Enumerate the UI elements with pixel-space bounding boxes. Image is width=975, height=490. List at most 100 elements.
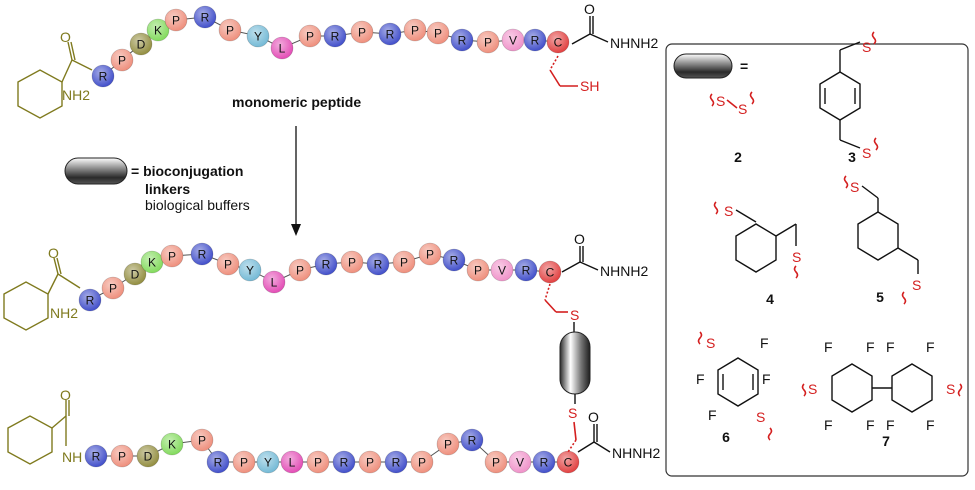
residue-label: Y <box>254 30 262 44</box>
residue-bead <box>484 450 508 474</box>
residue-label: R <box>458 34 467 48</box>
residue-label: R <box>86 294 95 308</box>
residue-label: P <box>358 26 366 40</box>
residue-bead <box>466 258 490 282</box>
residue-label: P <box>118 450 126 464</box>
residue-bead <box>532 450 556 474</box>
linker-7-fluorine-8: F <box>926 417 935 433</box>
residue-bead <box>523 28 547 52</box>
linker-5-sulfur-1: S <box>850 179 859 195</box>
residue-bead <box>418 242 442 266</box>
linker-2-sulfur-2: S <box>738 101 747 117</box>
residue-bead <box>123 262 147 286</box>
linker-pill-panel <box>673 53 733 79</box>
residue-bead <box>190 428 214 452</box>
residue-bead <box>146 18 170 42</box>
residue-bead <box>442 248 466 272</box>
residue-bead <box>436 432 460 456</box>
residue-bead <box>410 450 434 474</box>
residue-bead <box>306 450 330 474</box>
residue-label: R <box>386 28 395 42</box>
residue-bead <box>403 18 427 42</box>
residue-label: V <box>516 456 524 470</box>
residue-label: R <box>198 248 207 262</box>
residue-label: P <box>492 456 500 470</box>
top-n-terminus-cyclohexane: O NH2 <box>17 29 93 119</box>
middle-c-terminus: O NHNH2 S <box>544 231 648 334</box>
residue-bead <box>538 260 562 284</box>
residue-bead <box>508 450 532 474</box>
linker-4-number: 4 <box>766 291 774 307</box>
linker-6-fluorine-right: F <box>762 371 771 387</box>
residue-label: L <box>271 276 278 290</box>
middle-amine-label: NH2 <box>50 305 78 321</box>
residue-bead <box>246 24 270 48</box>
residue-bead <box>323 24 347 48</box>
residue-label: D <box>137 38 146 52</box>
linker-7-fluorine-7: F <box>886 417 895 433</box>
residue-bead <box>78 288 102 312</box>
residue-label: R <box>340 456 349 470</box>
residue-label: P <box>474 264 482 278</box>
bottom-amine-label: NH <box>62 449 82 465</box>
residue-label: P <box>314 456 322 470</box>
residue-label: R <box>201 11 210 25</box>
residue-label: P <box>240 456 248 470</box>
linker-7-octafluorobiphenyl: F F F F F F F F S S 7 <box>801 339 963 449</box>
residue-label: P <box>348 256 356 270</box>
middle-hydrazide-label: NHNH2 <box>600 263 648 279</box>
residue-bead <box>129 32 153 56</box>
residue-bead <box>450 28 474 52</box>
linker-7-fluorine-3: F <box>886 339 895 355</box>
middle-sulfur-label: S <box>570 307 579 323</box>
reaction-arrow-head <box>291 224 301 236</box>
bioconjugation-label: = bioconjugation <box>131 163 243 179</box>
thiol-label: SH <box>580 78 599 94</box>
residue-bead <box>110 444 134 468</box>
residue-bead <box>206 450 230 474</box>
residue-label: R <box>540 456 549 470</box>
residue-bead <box>358 450 382 474</box>
residue-label: K <box>148 256 156 270</box>
residue-bead <box>270 36 294 60</box>
residue-bead <box>332 450 356 474</box>
residue-bead <box>101 276 125 300</box>
linker-5-meta-xylyl: S S 5 <box>843 175 921 305</box>
linker-4-ortho-xylyl: S S 4 <box>713 201 801 307</box>
residue-label: R <box>522 264 531 278</box>
residue-bead <box>190 242 214 266</box>
residue-label: P <box>226 24 234 38</box>
residue-bead <box>110 48 134 72</box>
linker-7-fluorine-6: F <box>866 417 875 433</box>
bottom-hydrazide-label: NHNH2 <box>612 445 660 461</box>
linker-7-number: 7 <box>882 433 890 449</box>
linker-5-number: 5 <box>876 289 884 305</box>
residue-label: C <box>546 266 555 280</box>
linker-2-disulfide: S S 2 <box>709 91 755 165</box>
residue-label: L <box>289 456 296 470</box>
residue-bead <box>384 450 408 474</box>
bottom-carbonyl-oxygen: O <box>60 387 71 403</box>
residue-label: P <box>198 434 206 448</box>
residue-label: R <box>214 456 223 470</box>
residue-label: Y <box>246 264 254 278</box>
linker-3-sulfur-bottom: S <box>862 145 871 161</box>
linker-6-fluorine-bottom: F <box>708 407 717 423</box>
residue-label: P <box>306 30 314 44</box>
residue-label: P <box>400 256 408 270</box>
residue-label: R <box>450 254 459 268</box>
residue-label: P <box>224 258 232 272</box>
residue-label: D <box>131 268 140 282</box>
residue-bead <box>476 30 500 54</box>
residue-label: Y <box>264 456 272 470</box>
residue-label: K <box>168 438 176 452</box>
linker-6-perfluorobenzene: F F F F S S 6 <box>696 331 773 445</box>
linker-6-sulfur-2: S <box>756 409 765 425</box>
linker-7-sulfur-1: S <box>808 381 817 397</box>
residue-label: R <box>331 30 340 44</box>
residue-bead <box>514 258 538 282</box>
residue-label: P <box>426 248 434 262</box>
top-amine-label: NH2 <box>62 87 90 103</box>
linker-5-sulfur-2: S <box>912 277 921 293</box>
